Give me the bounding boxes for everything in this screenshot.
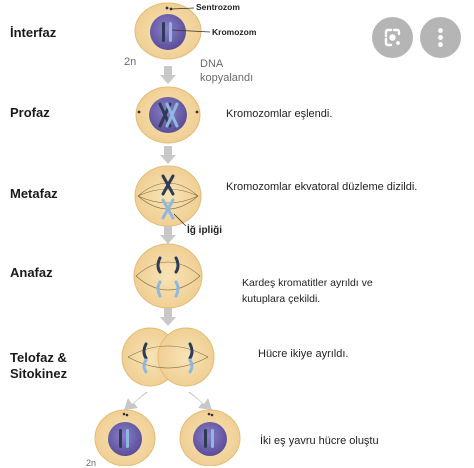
centrosome <box>210 413 214 417</box>
desc-profaz: Kromozomlar eşlendi. <box>226 108 333 120</box>
arrow-interfaz-profaz <box>160 66 176 84</box>
chromosome <box>174 256 180 274</box>
chromosome <box>126 429 129 448</box>
google-lens-icon <box>384 28 401 47</box>
phase-label-anafaz: Anafaz <box>10 265 53 280</box>
phase-label-metafaz: Metafaz <box>10 186 58 201</box>
desc-telofaz: Hücre ikiye ayrıldı. <box>258 348 349 360</box>
spindle-fibers <box>135 261 201 291</box>
chromosome <box>161 198 175 220</box>
chromosome <box>142 342 148 360</box>
google-lens-button[interactable] <box>372 17 413 58</box>
spindle-fibers <box>127 345 209 369</box>
cell-anafaz <box>133 243 203 309</box>
desc-final: İki eş yavru hücre oluştu <box>260 435 379 447</box>
arrow-metafaz-anafaz <box>160 226 176 244</box>
centrosome <box>165 6 169 10</box>
pointer-line-kromozom <box>171 29 211 33</box>
chromosome <box>174 280 180 298</box>
pointer-line-ig <box>173 213 187 227</box>
arrow-telofaz-right <box>188 392 212 410</box>
cell-metafaz <box>134 165 202 227</box>
pointer-line-sentrozom <box>171 7 195 10</box>
nucleus <box>149 97 187 133</box>
chromosome <box>169 22 172 42</box>
phase-label-telofaz: Telofaz & <box>10 350 67 365</box>
chromosome <box>156 280 162 298</box>
centrosome <box>122 412 126 416</box>
label-kopyalandi: kopyalandı <box>200 72 254 84</box>
label-2n-top: 2n <box>124 56 137 68</box>
chromosome <box>204 429 207 448</box>
label-dna: DNA <box>200 58 224 70</box>
flow-arrows <box>124 66 212 410</box>
desc-anafaz-1: Kardeş kromatitler ayrıldı ve <box>242 277 373 289</box>
label-kromozom: Kromozom <box>212 27 257 37</box>
centrosome <box>125 413 129 417</box>
centrosome <box>207 412 211 416</box>
chromosome <box>161 174 175 196</box>
daughter-cell-left <box>94 409 156 466</box>
centrosome <box>195 110 199 114</box>
desc-metafaz: Kromozomlar ekvatoral düzleme dizildi. <box>226 181 418 193</box>
label-2n-bottom: 2n <box>86 458 97 468</box>
more-options-button[interactable] <box>420 17 461 58</box>
chromosome <box>165 102 179 128</box>
cell-interfaz <box>134 2 211 60</box>
desc-anafaz-2: kutuplara çekildi. <box>242 293 321 305</box>
phase-label-interfaz: İnterfaz <box>10 25 57 40</box>
daughter-cell-right <box>179 409 241 466</box>
chromosome <box>162 22 165 42</box>
chromosome <box>156 256 162 274</box>
chromosome <box>119 429 122 448</box>
arrow-telofaz-left <box>124 392 148 410</box>
centrosome <box>137 110 141 114</box>
nucleus <box>108 422 142 456</box>
chromosome <box>188 342 194 360</box>
centrosome <box>169 7 173 11</box>
arrow-anafaz-telofaz <box>160 308 176 326</box>
more-vertical-icon <box>438 28 443 47</box>
nucleus <box>150 14 186 50</box>
chromosome <box>211 429 214 448</box>
label-ig-ipligi: İğ ipliği <box>187 225 222 236</box>
phase-label-sitokinez: Sitokinez <box>10 366 68 381</box>
cell-profaz <box>135 86 201 144</box>
phase-label-profaz: Profaz <box>10 105 50 120</box>
arrow-profaz-metafaz <box>160 146 176 164</box>
chromosome <box>142 358 148 374</box>
chromosome <box>188 358 194 374</box>
label-sentrozom: Sentrozom <box>196 2 240 12</box>
cell-telofaz <box>121 327 215 387</box>
nucleus <box>193 422 227 456</box>
